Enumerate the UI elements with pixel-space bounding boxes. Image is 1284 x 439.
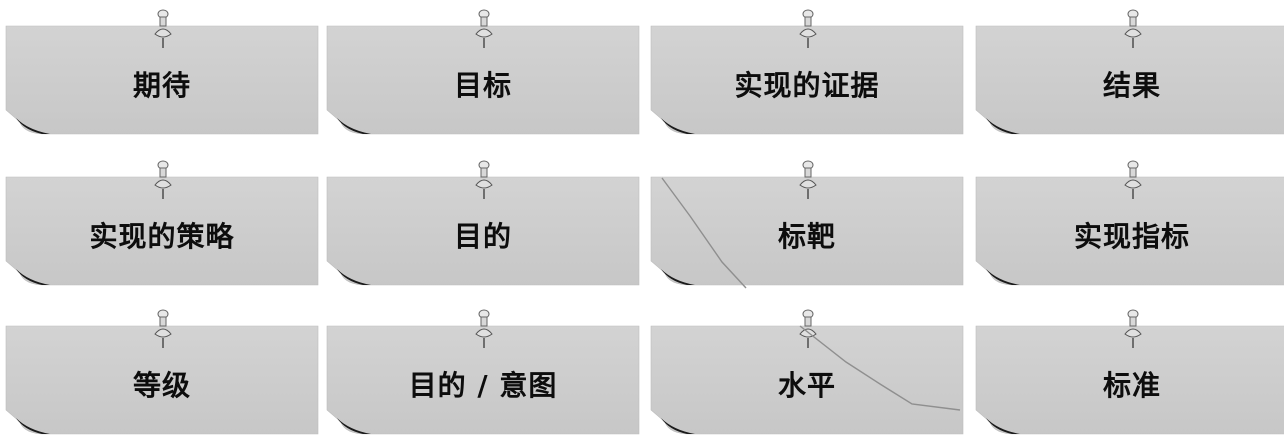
push-pin-icon [1124,9,1142,48]
card-label: 标靶 [777,220,836,253]
paper-card-background [5,176,319,286]
push-pin-icon [154,160,172,199]
note-card: 目的 / 意图 [326,309,640,435]
card-label: 期待 [132,69,191,102]
note-card: 标准 [975,309,1284,435]
note-card: 实现指标 [975,160,1284,286]
paper-card-background [5,325,319,435]
card-label: 实现指标 [1073,220,1190,253]
card-label: 目的 [453,220,512,253]
push-pin-icon [1124,309,1142,348]
paper-card-background [975,325,1284,435]
card-label: 实现的策略 [89,220,235,253]
card-label: 水平 [777,369,836,402]
card-label: 标准 [1102,369,1161,402]
paper-card-background [326,176,640,286]
push-pin-icon [154,9,172,48]
card-label: 目标 [453,69,512,102]
paper-card-background [326,25,640,135]
note-card: 实现的策略 [5,160,319,286]
note-card: 等级 [5,309,319,435]
paper-card-background [650,25,964,135]
push-pin-icon [154,309,172,348]
push-pin-icon [475,9,493,48]
note-card: 目的 [326,160,640,286]
card-label: 实现的证据 [734,69,880,102]
push-pin-icon [799,160,817,199]
note-card: 标靶 [650,160,964,286]
paper-card-background [975,25,1284,135]
note-card: 结果 [975,9,1284,135]
card-label: 结果 [1102,69,1161,102]
push-pin-icon [475,309,493,348]
push-pin-icon [475,160,493,199]
push-pin-icon [1124,160,1142,199]
push-pin-icon [799,9,817,48]
note-card: 实现的证据 [650,9,964,135]
paper-card-background [5,25,319,135]
card-label: 目的 / 意图 [408,369,558,402]
paper-card-background [975,176,1284,286]
note-card: 期待 [5,9,319,135]
card-label: 等级 [132,369,191,402]
note-card: 目标 [326,9,640,135]
paper-card-background [326,325,640,435]
note-card: 水平 [650,309,964,435]
push-pin-icon [799,309,817,348]
